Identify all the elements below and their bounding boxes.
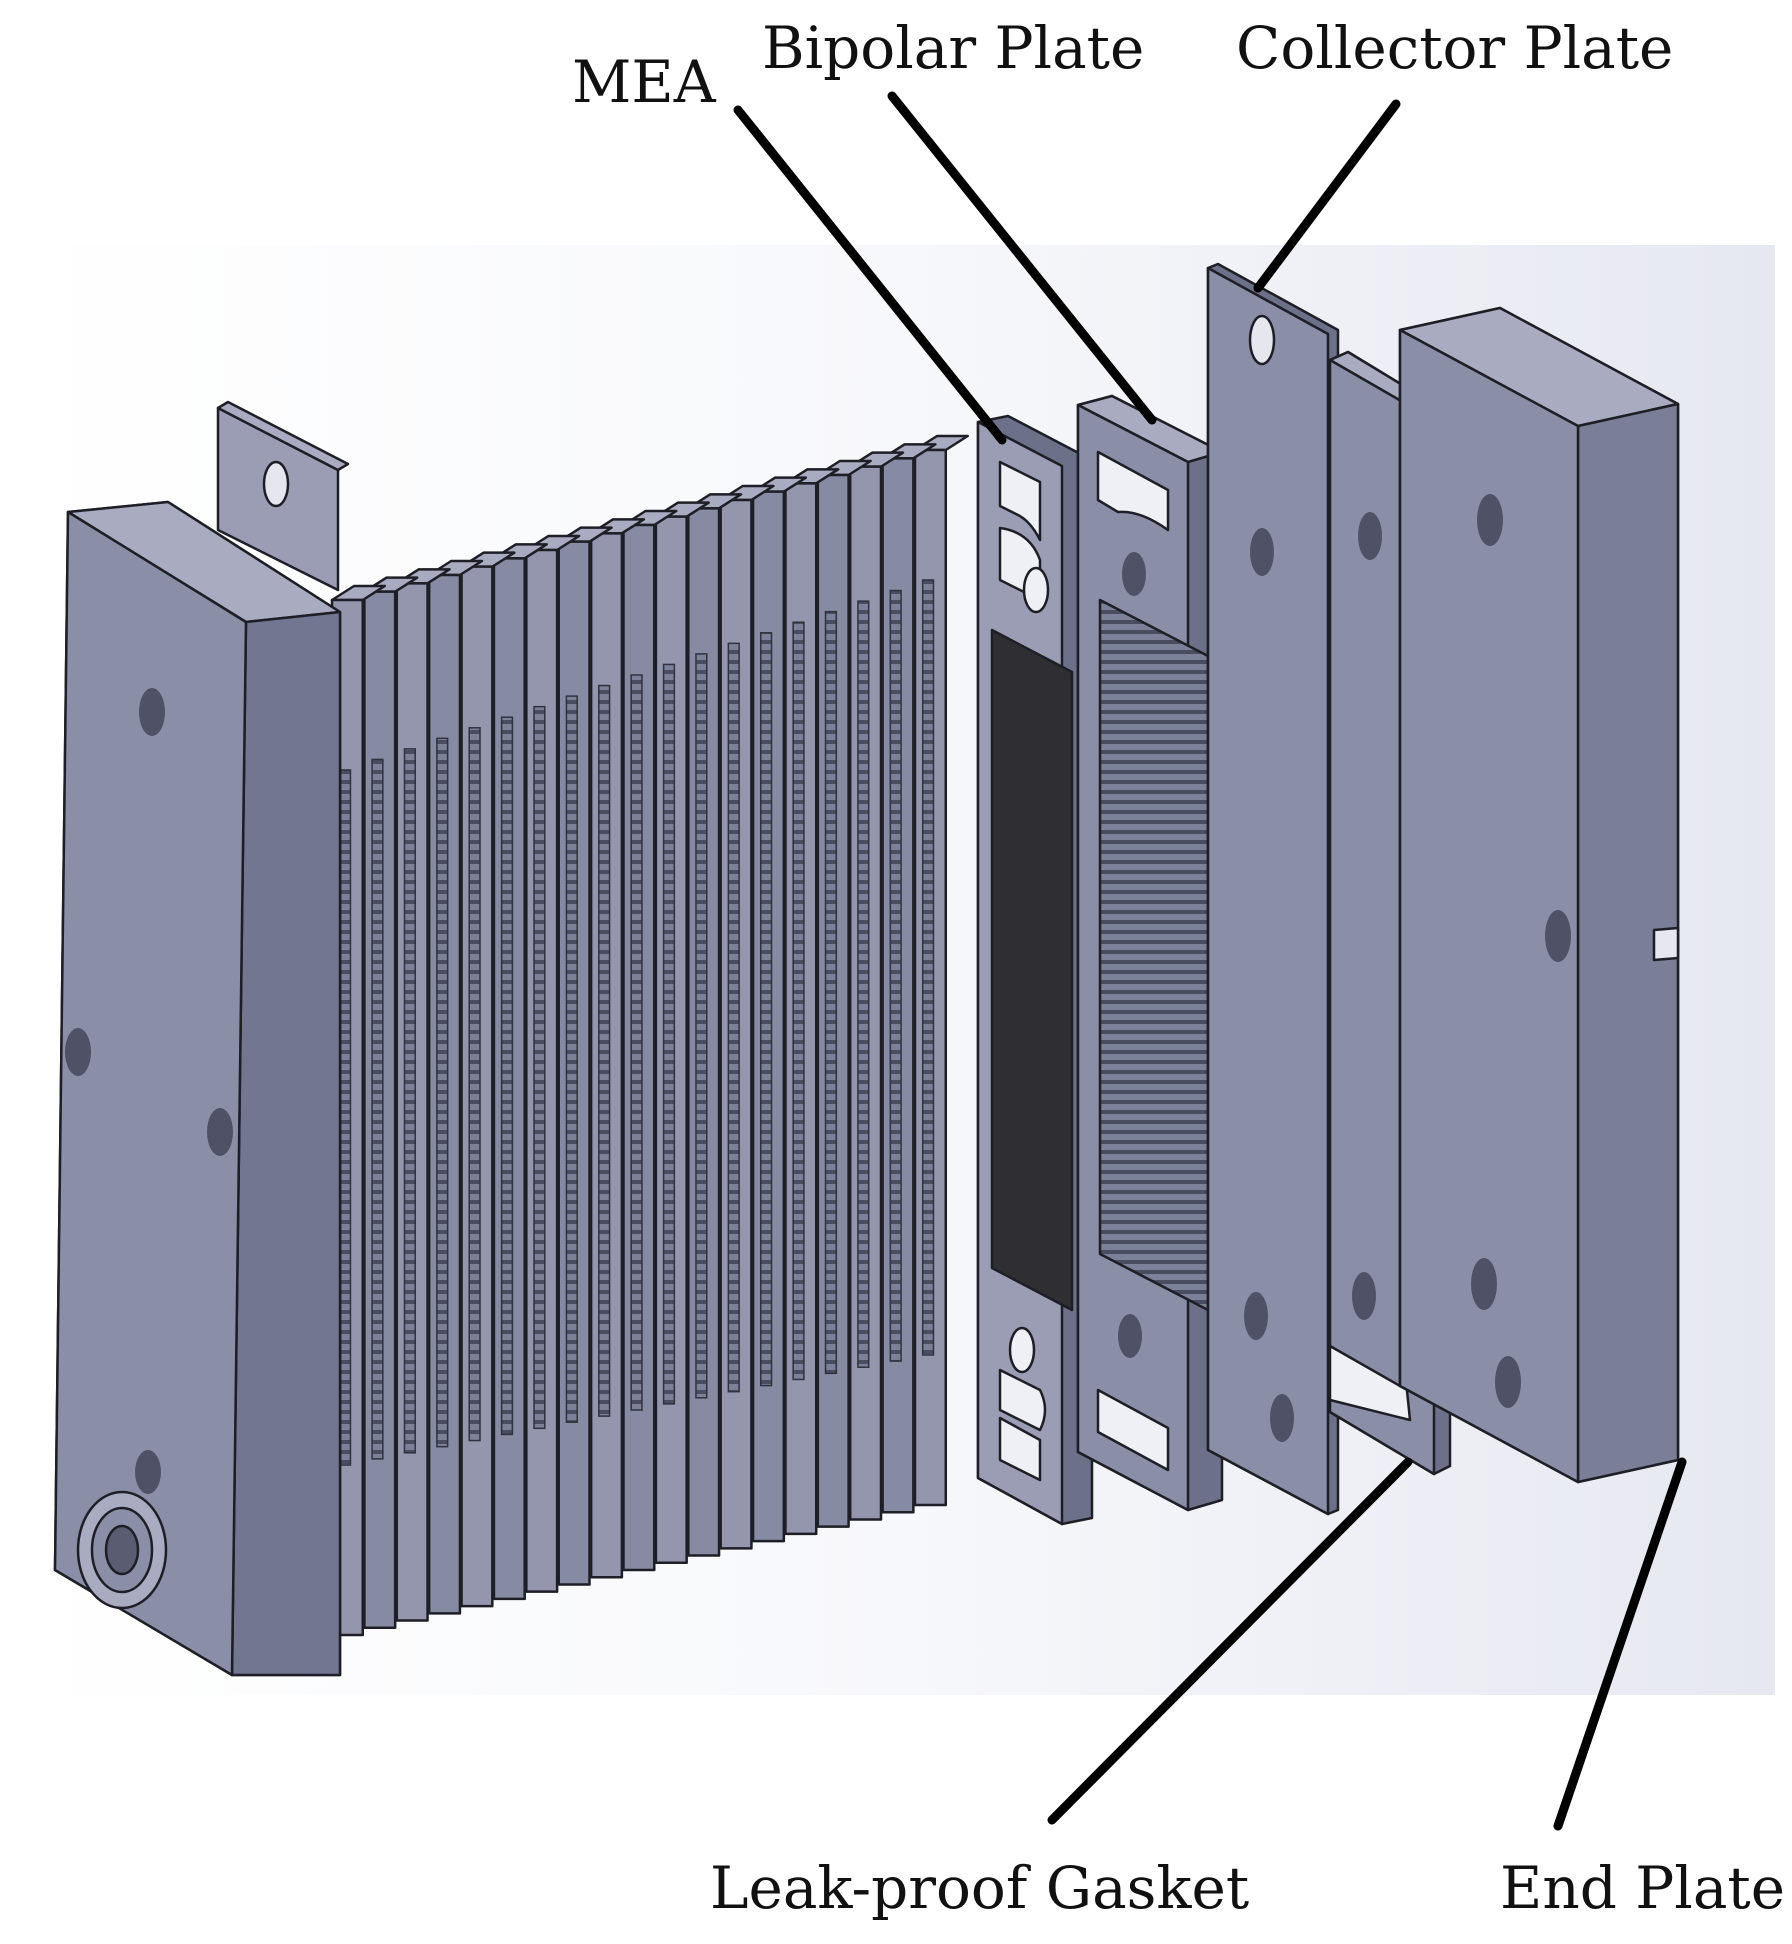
collector-hole	[1270, 1394, 1294, 1442]
leader-bipolar-plate	[887, 91, 1157, 425]
gasket-hole	[1352, 1272, 1376, 1320]
stack-cell	[816, 459, 872, 1528]
stack-cell	[751, 476, 808, 1543]
collector-hole	[1248, 314, 1276, 366]
stack-cells	[330, 434, 970, 1637]
stack-cell	[589, 518, 646, 1579]
stack-cell	[427, 559, 484, 1615]
stack-cell	[557, 526, 613, 1586]
mea-hole	[1008, 1326, 1036, 1374]
end-plate-hole	[1477, 494, 1503, 546]
stack-cell	[395, 568, 451, 1622]
bipolar-hole	[1118, 1314, 1142, 1358]
stack-cell	[719, 484, 775, 1550]
stack-cell	[784, 468, 840, 1536]
end-block-hole	[65, 1028, 91, 1076]
end-plate-part	[1398, 306, 1680, 1484]
stack-end-block	[53, 500, 342, 1677]
end-plate-hole	[1471, 1258, 1497, 1310]
end-block-hole	[207, 1108, 233, 1156]
mea-port	[998, 1368, 1047, 1432]
leader-lines	[733, 91, 1687, 1831]
label-mea: MEA	[572, 48, 717, 116]
stack-cell	[881, 443, 937, 1514]
stack-mounting-tab	[216, 400, 350, 592]
bipolar-hole	[1122, 552, 1146, 596]
stack-cell	[654, 501, 710, 1565]
gas-fitting	[76, 1490, 168, 1610]
leader-mea	[733, 105, 1007, 445]
label-bipolar-plate: Bipolar Plate	[762, 14, 1144, 82]
stack-cell	[492, 543, 548, 1601]
assembled-stack	[53, 400, 970, 1677]
end-plate-hole	[1495, 1356, 1521, 1408]
label-gasket: Leak-proof Gasket	[710, 1854, 1249, 1922]
leader-collector-plate	[1253, 99, 1401, 293]
stack-cell	[848, 451, 905, 1521]
bipolar-port	[1096, 450, 1170, 532]
stack-cell	[525, 534, 581, 1593]
bipolar-plate-part	[1076, 394, 1224, 1512]
mea-active-area	[990, 628, 1074, 1312]
tab-hole	[262, 460, 290, 508]
end-block-hole	[135, 1450, 161, 1494]
label-collector-plate: Collector Plate	[1236, 14, 1673, 82]
stack-cell	[363, 576, 419, 1630]
mea-port	[998, 460, 1042, 542]
end-plate-hole	[1545, 910, 1571, 962]
bipolar-port	[1096, 1388, 1170, 1472]
gasket-hole	[1358, 512, 1382, 560]
collector-hole	[1244, 1292, 1268, 1340]
leader-end-plate	[1553, 1457, 1687, 1831]
collector-plate-part	[1206, 262, 1340, 1516]
leader-gasket	[1047, 1457, 1413, 1825]
end-block-hole	[139, 688, 165, 736]
stack-cell	[622, 509, 678, 1572]
mea-port	[998, 1416, 1042, 1482]
label-end-plate: End Plate	[1500, 1854, 1785, 1922]
stack-cell	[687, 493, 743, 1557]
end-plate-notch	[1652, 926, 1680, 962]
mea-hole	[1022, 566, 1050, 614]
collector-hole	[1250, 528, 1274, 576]
bipolar-flow-field	[1098, 598, 1210, 1312]
mea-part	[976, 414, 1094, 1526]
